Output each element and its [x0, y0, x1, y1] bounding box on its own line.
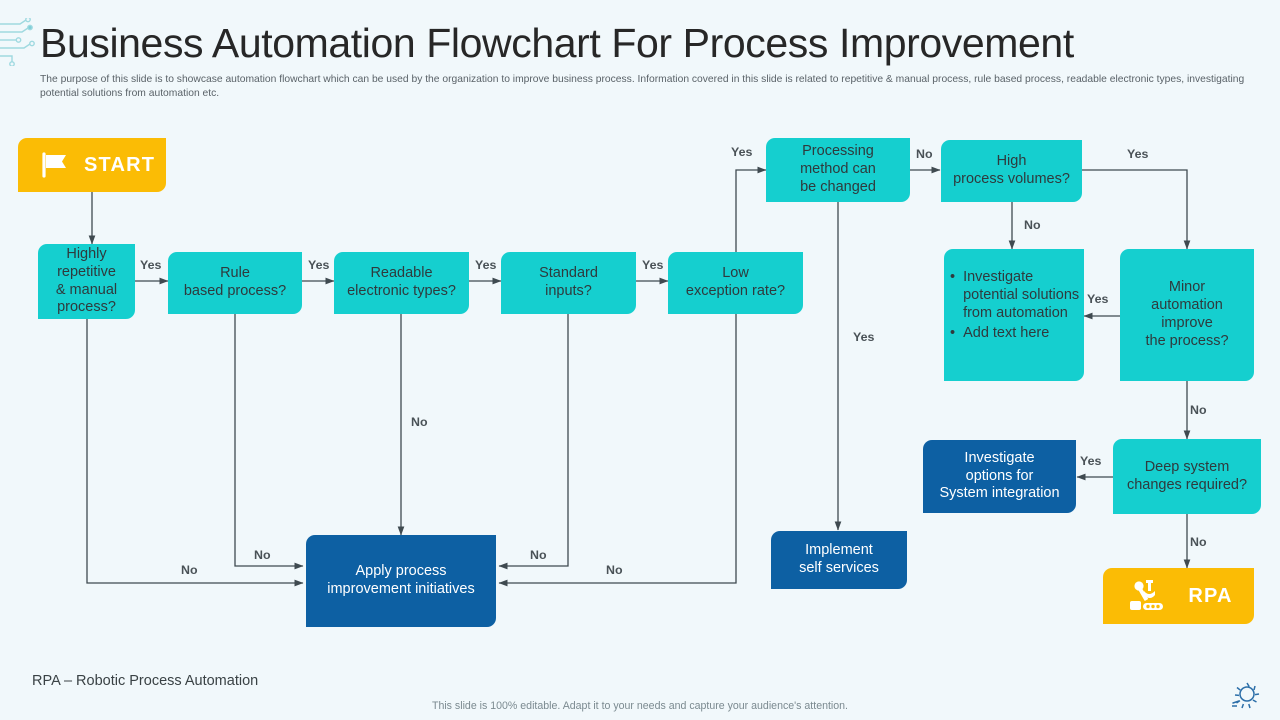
node-label: Processing method can be changed — [800, 143, 876, 195]
edge-label-yes: Yes — [642, 258, 664, 272]
edge-label-yes: Yes — [1127, 147, 1149, 161]
flag-icon — [42, 152, 66, 178]
node-label: High process volumes? — [953, 153, 1070, 187]
node-highly-repetitive[interactable]: Highly repetitive & manual process? — [38, 244, 135, 319]
node-label: Deep system changes required? — [1126, 458, 1248, 493]
bullet-item: • Add text here — [950, 325, 1084, 343]
node-low-exception[interactable]: Low exception rate? — [668, 252, 803, 314]
edge-label-no: No — [411, 415, 428, 429]
node-label: Low exception rate? — [685, 265, 786, 299]
edge-label-yes: Yes — [731, 145, 753, 159]
edge-label-yes: Yes — [853, 330, 875, 344]
node-deep-system[interactable]: Deep system changes required? — [1113, 439, 1261, 514]
edge-label-no: No — [1190, 535, 1207, 549]
edge-label-yes: Yes — [308, 258, 330, 272]
node-investigate-solutions[interactable]: • Investigate potential solutions from a… — [944, 249, 1084, 381]
bullet-text: Add text here — [963, 324, 1050, 341]
gear-sun-logo-icon — [1232, 682, 1260, 709]
node-label: Apply process improvement initiatives — [327, 563, 475, 597]
bullet-item: • Investigate potential solutions from a… — [950, 269, 1084, 323]
bullet-dot: • — [950, 324, 956, 341]
node-label: Standard inputs? — [539, 265, 598, 299]
rpa-label: RPA — [1188, 584, 1233, 607]
edge-label-no: No — [254, 548, 271, 562]
robot-arm-icon — [1130, 580, 1164, 610]
node-label: Highly repetitive & manual process? — [55, 245, 118, 316]
legend-text: RPA – Robotic Process Automation — [32, 673, 259, 689]
page-title: Business Automation Flowchart For Proces… — [40, 20, 1074, 66]
edge-label-no: No — [1024, 218, 1041, 232]
node-standard-inputs[interactable]: Standard inputs? — [501, 252, 636, 314]
edge-label-no: No — [181, 563, 198, 577]
node-high-volumes[interactable]: High process volumes? — [941, 140, 1082, 202]
node-label: Rule based process? — [183, 265, 287, 299]
node-label: Minor automation improve the process? — [1145, 279, 1229, 349]
circuit-trace-icon — [0, 18, 35, 66]
node-readable-types[interactable]: Readable electronic types? — [334, 252, 469, 314]
edge-label-no: No — [916, 147, 933, 161]
edge-label-yes: Yes — [475, 258, 497, 272]
page-subtitle: The purpose of this slide is to showcase… — [40, 74, 1245, 99]
footer-note: This slide is 100% editable. Adapt it to… — [431, 700, 849, 712]
edge-label-yes: Yes — [1080, 454, 1102, 468]
node-investigate-options[interactable]: Investigate options for System integrati… — [923, 440, 1076, 513]
node-implement-self-services[interactable]: Implement self services — [771, 531, 907, 589]
node-minor-automation[interactable]: Minor automation improve the process? — [1120, 249, 1254, 381]
bullet-text: Investigate potential solutions from aut… — [963, 269, 1080, 321]
edge-label-no: No — [530, 548, 547, 562]
bullet-dot: • — [950, 269, 956, 285]
start-node[interactable]: START — [18, 138, 166, 192]
edge-label-yes: Yes — [1087, 292, 1109, 306]
edge-label-no: No — [606, 563, 623, 577]
node-label: Implement self services — [799, 542, 879, 576]
start-label: START — [84, 153, 156, 176]
edge-label-no: No — [1190, 403, 1207, 417]
edge-label-yes: Yes — [140, 258, 162, 272]
node-rule-based[interactable]: Rule based process? — [168, 252, 302, 314]
node-label: Readable electronic types? — [347, 265, 456, 299]
node-rpa[interactable]: RPA — [1103, 568, 1254, 624]
node-label: Investigate options for System integrati… — [939, 449, 1060, 502]
node-processing-method[interactable]: Processing method can be changed — [766, 138, 910, 202]
node-apply-process[interactable]: Apply process improvement initiatives — [306, 535, 496, 627]
